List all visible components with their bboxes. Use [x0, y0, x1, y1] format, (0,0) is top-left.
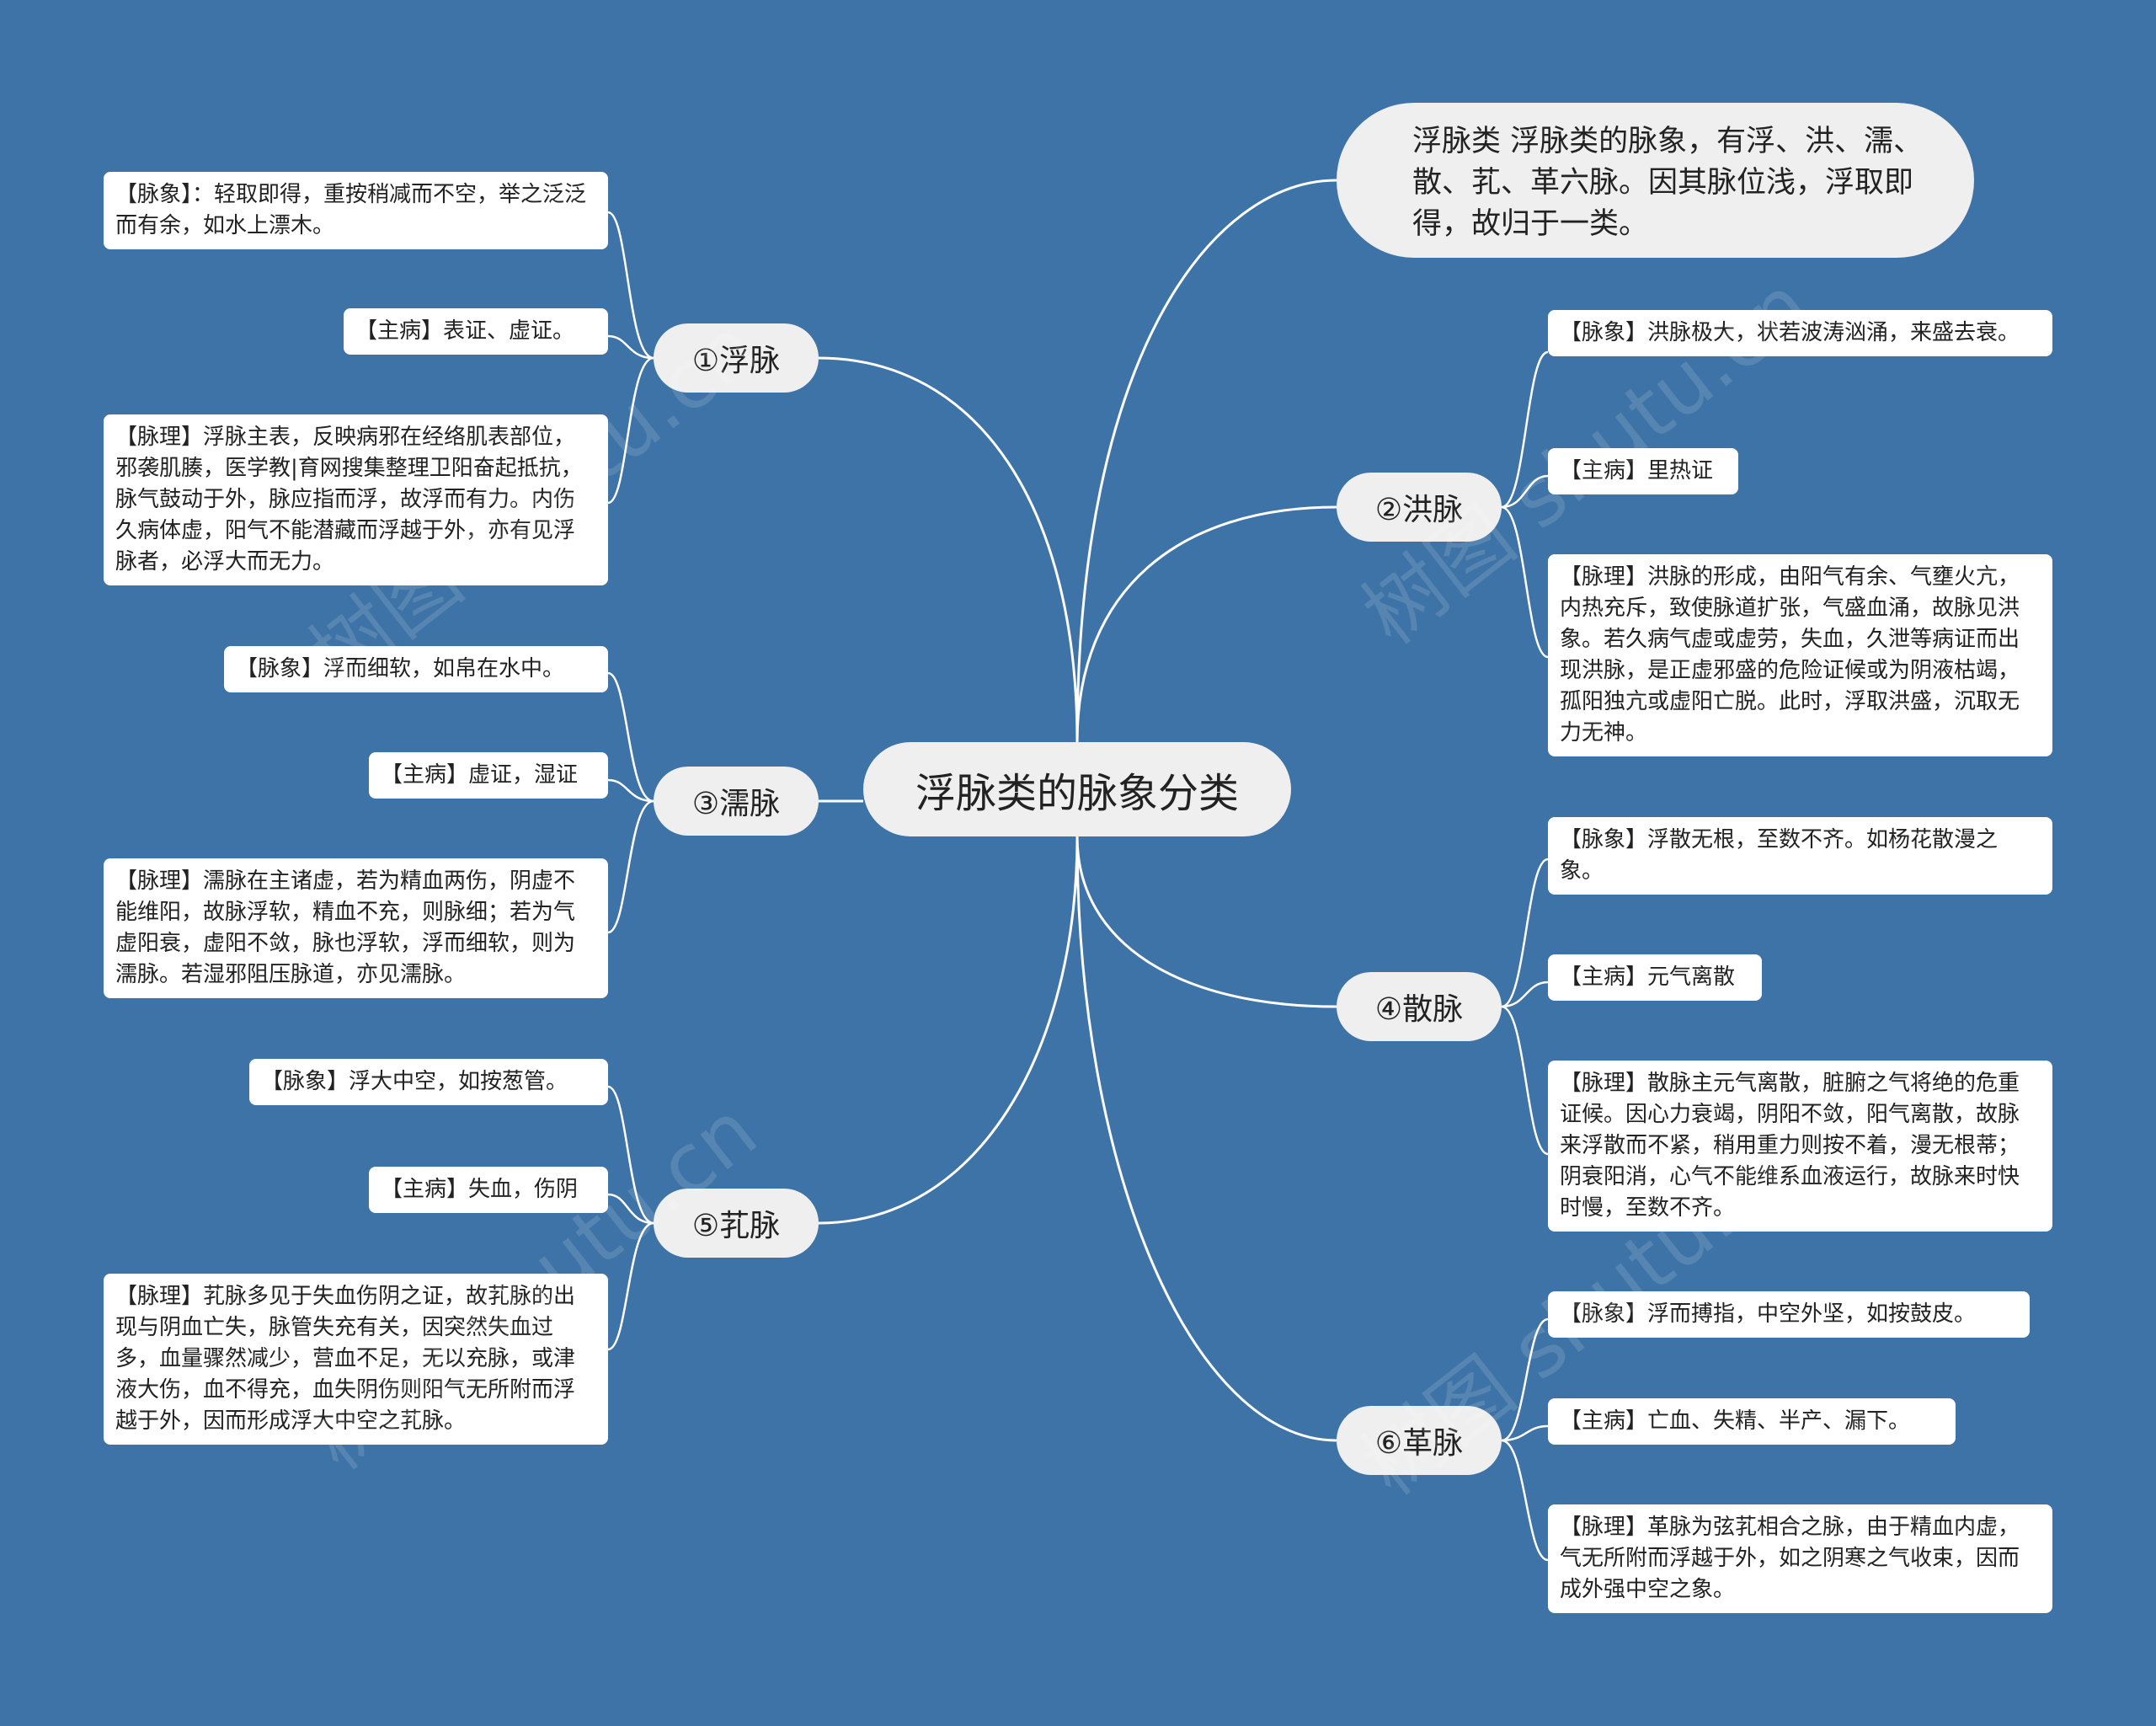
leaf-san-mai-li[interactable]: 【脉理】散脉主元气离散，脏腑之气将绝的危重证候。因心力衰竭，阴阳不敛，阳气离散，… — [1548, 1061, 2052, 1232]
link-ru-leaf1 — [607, 671, 654, 803]
link-root-fu — [818, 356, 1079, 743]
leaf-ge-mai-xiang[interactable]: 【脉象】浮而搏指，中空外坚，如按鼓皮。 — [1548, 1291, 2030, 1338]
leaf-ru-mai-li[interactable]: 【脉理】濡脉在主诸虚，若为精血两伤，阴虚不能维阳，故脉浮软，精血不充，则脉细；若… — [104, 858, 608, 998]
link-kou-leaf3 — [607, 1221, 654, 1351]
link-fu-leaf2 — [607, 334, 654, 360]
leaf-san-mai-xiang[interactable]: 【脉象】浮散无根，至数不齐。如杨花散漫之象。 — [1548, 817, 2052, 895]
link-fu-leaf1 — [607, 211, 654, 360]
branch-san-mai[interactable]: ④散脉 — [1337, 972, 1502, 1041]
link-kou-leaf2 — [607, 1193, 654, 1225]
leaf-kou-mai-li[interactable]: 【脉理】芤脉多见于失血伤阴之证，故芤脉的出现与阴血亡失，脉管失充有关，因突然失血… — [104, 1274, 608, 1445]
leaf-ge-zhu-bing[interactable]: 【主病】亡血、失精、半产、漏下。 — [1548, 1398, 1956, 1445]
leaf-fu-zhu-bing[interactable]: 【主病】表证、虚证。 — [344, 308, 608, 355]
link-root-san — [1075, 836, 1337, 1008]
leaf-kou-mai-xiang[interactable]: 【脉象】浮大中空，如按葱管。 — [249, 1059, 608, 1105]
leaf-san-zhu-bing[interactable]: 【主病】元气离散 — [1548, 954, 1762, 1001]
link-san-leaf2 — [1501, 981, 1549, 1008]
link-ge-leaf3 — [1501, 1439, 1549, 1562]
link-san-leaf1 — [1501, 858, 1549, 1008]
link-hong-leaf1 — [1501, 350, 1549, 509]
branch-ge-mai[interactable]: ⑥革脉 — [1337, 1406, 1502, 1475]
link-ru-leaf3 — [607, 799, 654, 934]
link-hong-leaf2 — [1501, 474, 1549, 509]
link-ru-leaf2 — [607, 778, 654, 803]
leaf-hong-mai-li[interactable]: 【脉理】洪脉的形成，由阳气有余、气壅火亢，内热充斥，致使脉道扩张，气盛血涌，故脉… — [1548, 554, 2052, 756]
link-root-intro — [1075, 179, 1337, 743]
leaf-ru-zhu-bing[interactable]: 【主病】虚证，湿证 — [369, 752, 608, 799]
leaf-hong-zhu-bing[interactable]: 【主病】里热证 — [1548, 448, 1738, 494]
link-kou-leaf1 — [607, 1085, 654, 1225]
leaf-ru-mai-xiang[interactable]: 【脉象】浮而细软，如帛在水中。 — [224, 646, 608, 692]
branch-fu-mai[interactable]: ①浮脉 — [654, 323, 819, 393]
leaf-ge-mai-li[interactable]: 【脉理】革脉为弦芤相合之脉，由于精血内虚，气无所附而浮越于外，如之阴寒之气收束，… — [1548, 1504, 2052, 1613]
link-san-leaf3 — [1501, 1005, 1549, 1156]
branch-hong-mai[interactable]: ②洪脉 — [1337, 473, 1502, 542]
branch-kou-mai[interactable]: ⑤芤脉 — [654, 1189, 819, 1258]
link-fu-leaf3 — [607, 356, 654, 505]
leaf-kou-zhu-bing[interactable]: 【主病】失血，伤阴 — [369, 1167, 608, 1213]
link-hong-leaf3 — [1501, 505, 1549, 659]
leaf-fu-mai-li[interactable]: 【脉理】浮脉主表，反映病邪在经络肌表部位，邪袭肌腠，医学教|育网搜集整理卫阳奋起… — [104, 414, 608, 585]
link-root-ge — [1075, 836, 1337, 1442]
intro-topic[interactable]: 浮脉类 浮脉类的脉象，有浮、洪、濡、散、芤、革六脉。因其脉位浅，浮取即得，故归于… — [1337, 103, 1974, 258]
leaf-hong-mai-xiang[interactable]: 【脉象】洪脉极大，状若波涛汹涌，来盛去衰。 — [1548, 310, 2052, 356]
leaf-fu-mai-xiang[interactable]: 【脉象】：轻取即得，重按稍减而不空，举之泛泛而有余，如水上漂木。 — [104, 172, 608, 249]
link-root-kou — [818, 836, 1079, 1225]
link-ge-leaf2 — [1501, 1424, 1549, 1442]
branch-ru-mai[interactable]: ③濡脉 — [654, 767, 819, 836]
link-ge-leaf1 — [1501, 1317, 1549, 1442]
link-root-hong — [1075, 505, 1337, 743]
root-topic[interactable]: 浮脉类的脉象分类 — [863, 742, 1291, 836]
